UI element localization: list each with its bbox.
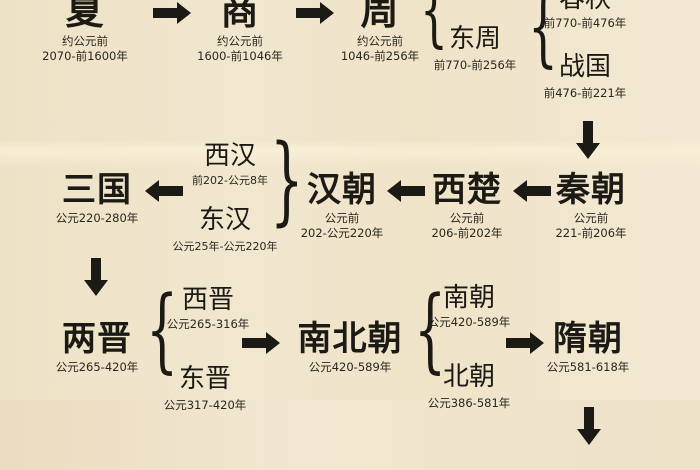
dynasty-date: 221-前206年	[555, 226, 627, 240]
node-nanbeichao: 南北朝 公元420-589年	[290, 322, 410, 375]
node-zhou: 周 约公元前 1046-前256年	[338, 0, 422, 64]
dynasty-name: 隋朝	[553, 319, 623, 359]
node-sui: 隋朝 公元581-618年	[543, 322, 633, 375]
dynasty-date: 206-前202年	[431, 226, 503, 240]
arrow-right-icon	[153, 2, 191, 24]
dynasty-name: 南北朝	[297, 319, 403, 359]
dynasty-date: 公元581-618年	[546, 360, 630, 374]
node-liangjin: 两晋 公元265-420年	[52, 322, 142, 375]
dynasty-date-prefix: 公元前	[449, 211, 485, 225]
dynasty-date: 公元25年-公元220年	[172, 240, 278, 253]
node-xichu: 西楚 公元前 206-前202年	[424, 173, 510, 241]
dynasty-name: 南朝	[442, 283, 495, 313]
node-sanguo: 三国 公元220-280年	[52, 173, 142, 226]
brace-dongzhou: {	[528, 0, 559, 77]
node-dongzhou: 东周 前770-前256年	[430, 26, 520, 73]
dynasty-date: 公元265-420年	[55, 360, 139, 374]
dynasty-date-prefix: 公元前	[573, 211, 609, 225]
arrow-right-icon	[296, 2, 334, 24]
node-nanchao: 南朝 公元420-589年	[424, 285, 514, 330]
brace-liangjin: {	[146, 276, 179, 383]
dynasty-name: 秦朝	[556, 170, 626, 210]
arrow-down-icon	[577, 407, 601, 445]
dynasty-name: 东晋	[178, 364, 231, 394]
dynasty-name: 东周	[448, 24, 501, 54]
dynasty-date: 前476-前221年	[543, 86, 627, 100]
dynasty-date-prefix: 约公元前	[62, 34, 108, 48]
dynasty-name: 商	[220, 0, 260, 33]
node-zhanguo: 战国 前476-前221年	[540, 54, 630, 101]
node-xia: 夏 约公元前 2070-前1600年	[40, 0, 130, 64]
brace-han: }	[270, 124, 304, 236]
arrow-left-icon	[145, 180, 183, 202]
dynasty-date: 1600-前1046年	[197, 49, 283, 63]
brace-zhou: {	[420, 0, 448, 56]
dynasty-date-prefix: 约公元前	[217, 34, 263, 48]
dynasty-name: 西汉	[203, 141, 256, 171]
dynasty-date-prefix: 公元前	[324, 211, 360, 225]
node-dongjin: 东晋 公元317-420年	[155, 366, 255, 413]
dynasty-name: 北朝	[442, 362, 495, 392]
dynasty-name: 西楚	[432, 170, 502, 210]
dynasty-name: 春秋	[540, 0, 630, 12]
node-xijin: 西晋 公元265-316年	[158, 287, 258, 332]
dynasty-name: 汉朝	[307, 170, 377, 210]
dynasty-name: 东汉	[198, 205, 251, 235]
dynasty-date-prefix: 约公元前	[357, 34, 403, 48]
arrow-left-icon	[513, 180, 551, 202]
dynasty-name: 夏	[65, 0, 105, 33]
brace-nanbeichao: {	[414, 276, 447, 383]
dynasty-date: 前770-前476年	[543, 16, 627, 30]
dynasty-name: 三国	[62, 170, 132, 210]
node-chunqiu: 春秋 前770-前476年	[540, 0, 630, 31]
node-qin: 秦朝 公元前 221-前206年	[548, 173, 634, 241]
node-beichao: 北朝 公元386-581年	[424, 364, 514, 411]
dynasty-name: 战国	[558, 52, 611, 82]
arrow-down-icon	[576, 121, 600, 159]
node-xihan: 西汉 前202-公元8年	[180, 143, 280, 188]
dynasty-date: 公元265-316年	[166, 317, 250, 331]
dynasty-date: 公元220-280年	[55, 211, 139, 225]
dynasty-name: 西晋	[181, 285, 234, 315]
dynasty-name: 周	[360, 0, 400, 33]
node-shang: 商 约公元前 1600-前1046年	[190, 0, 290, 64]
dynasty-date: 公元420-589年	[308, 360, 392, 374]
arrow-right-icon	[242, 332, 280, 354]
dynasty-date: 2070-前1600年	[42, 49, 128, 63]
dynasty-date: 1046-前256年	[340, 49, 420, 63]
dynasty-date: 前202-公元8年	[192, 174, 268, 187]
dynasty-date: 公元386-581年	[427, 396, 511, 410]
arrow-left-icon	[387, 180, 425, 202]
arrow-down-icon	[84, 258, 108, 296]
dynasty-name: 两晋	[62, 319, 132, 359]
dynasty-date: 公元317-420年	[163, 398, 247, 412]
dynasty-date: 公元420-589年	[427, 315, 511, 329]
arrow-right-icon	[506, 332, 544, 354]
dynasty-date: 前770-前256年	[433, 58, 517, 72]
node-han: 汉朝 公元前 202-公元220年	[292, 173, 392, 241]
dynasty-date: 202-公元220年	[300, 226, 384, 240]
node-donghan: 东汉 公元25年-公元220年	[165, 207, 285, 254]
